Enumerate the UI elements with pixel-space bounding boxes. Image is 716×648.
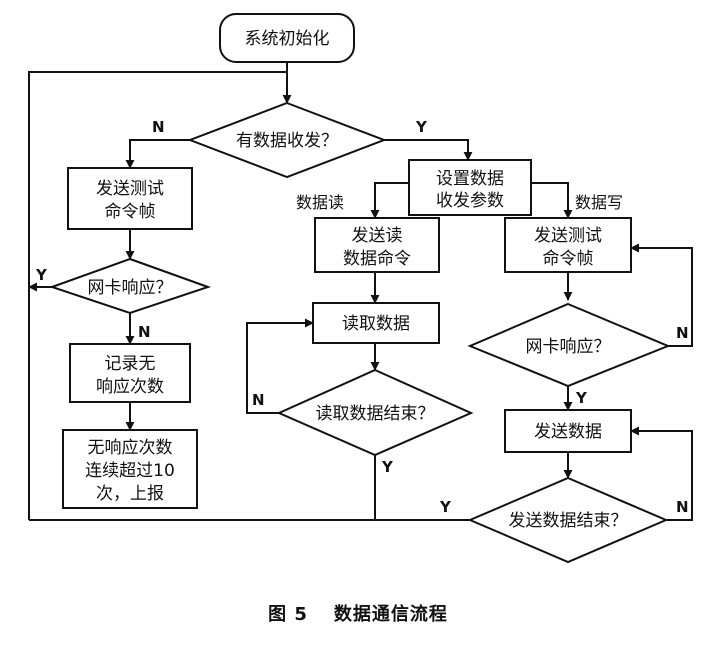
label-send-end-no: N: [676, 498, 689, 516]
label-has-data-no: N: [152, 118, 165, 136]
send-read-line2: 数据命令: [343, 249, 411, 269]
label-read-end-yes: Y: [381, 458, 394, 476]
init-node: 系统初始化: [219, 13, 355, 63]
record-line1: 记录无: [105, 354, 156, 374]
edge-send-end-no: [630, 426, 693, 521]
send-test-right-node: 发送测试 命令帧: [504, 217, 632, 273]
read-end-label: 读取数据结束？: [316, 404, 435, 424]
send-end-decision: 发送数据结束？: [467, 476, 669, 564]
send-test-left-node: 发送测试 命令帧: [67, 167, 193, 230]
edge-read-end-no: [246, 318, 314, 414]
send-read-node: 发送读 数据命令: [314, 217, 440, 273]
read-end-decision: 读取数据结束？: [276, 368, 474, 457]
nic-left-decision: 网卡响应？: [48, 257, 212, 315]
nic-right-label: 网卡响应？: [526, 337, 611, 357]
figure-title: 数据通信流程: [333, 604, 448, 625]
label-data-read: 数据读: [296, 193, 344, 212]
record-line2: 响应次数: [96, 377, 164, 397]
nic-left-label: 网卡响应？: [88, 278, 173, 298]
send-test-right-line1: 发送测试: [534, 226, 602, 246]
edge-data-write-branch: [531, 182, 573, 219]
set-params-line1: 设置数据: [436, 169, 504, 189]
figure-number: 图 5: [268, 604, 308, 625]
report-node: 无响应次数 连续超过10 次，上报: [62, 429, 198, 509]
label-data-write: 数据写: [575, 193, 623, 212]
set-params-line2: 收发参数: [436, 191, 504, 211]
send-test-left-line1: 发送测试: [96, 179, 164, 199]
figure-caption: 图 5 数据通信流程: [0, 600, 716, 626]
edge-main-loop: [28, 71, 287, 515]
edge-has-data-yes: [384, 139, 473, 161]
set-params-node: 设置数据 收发参数: [408, 159, 532, 216]
label-read-end-no: N: [252, 391, 265, 409]
init-label: 系统初始化: [245, 29, 330, 49]
has-data-decision: 有数据收发？: [187, 101, 387, 179]
edge-nic-right-no: [630, 243, 693, 347]
send-data-label: 发送数据: [534, 422, 602, 442]
nic-right-decision: 网卡响应？: [467, 302, 671, 388]
label-nic-left-no: N: [138, 323, 151, 341]
label-nic-right-yes: Y: [575, 389, 588, 407]
label-send-end-yes: Y: [439, 498, 452, 516]
send-read-line1: 发送读: [352, 226, 403, 246]
has-data-label: 有数据收发？: [236, 131, 338, 151]
read-data-node: 读取数据: [312, 302, 440, 344]
report-line2: 连续超过10: [85, 461, 175, 481]
edge-data-read-branch: [370, 182, 409, 219]
report-line3: 次，上报: [96, 484, 164, 504]
edge-has-data-no: [125, 139, 190, 169]
send-test-left-line2: 命令帧: [105, 202, 156, 222]
report-line1: 无响应次数: [88, 438, 173, 458]
flowchart: 系统初始化 有数据收发？ 发送测试 命令帧 网卡响应？ 记录无 响应次数 无响应…: [28, 13, 693, 564]
label-has-data-yes: Y: [415, 118, 428, 136]
label-nic-left-yes: Y: [35, 266, 48, 284]
send-end-label: 发送数据结束？: [509, 511, 628, 531]
read-data-label: 读取数据: [342, 314, 410, 334]
label-nic-right-no: N: [676, 324, 689, 342]
send-data-node: 发送数据: [504, 409, 632, 453]
send-test-right-line2: 命令帧: [543, 249, 594, 269]
record-node: 记录无 响应次数: [69, 343, 191, 403]
